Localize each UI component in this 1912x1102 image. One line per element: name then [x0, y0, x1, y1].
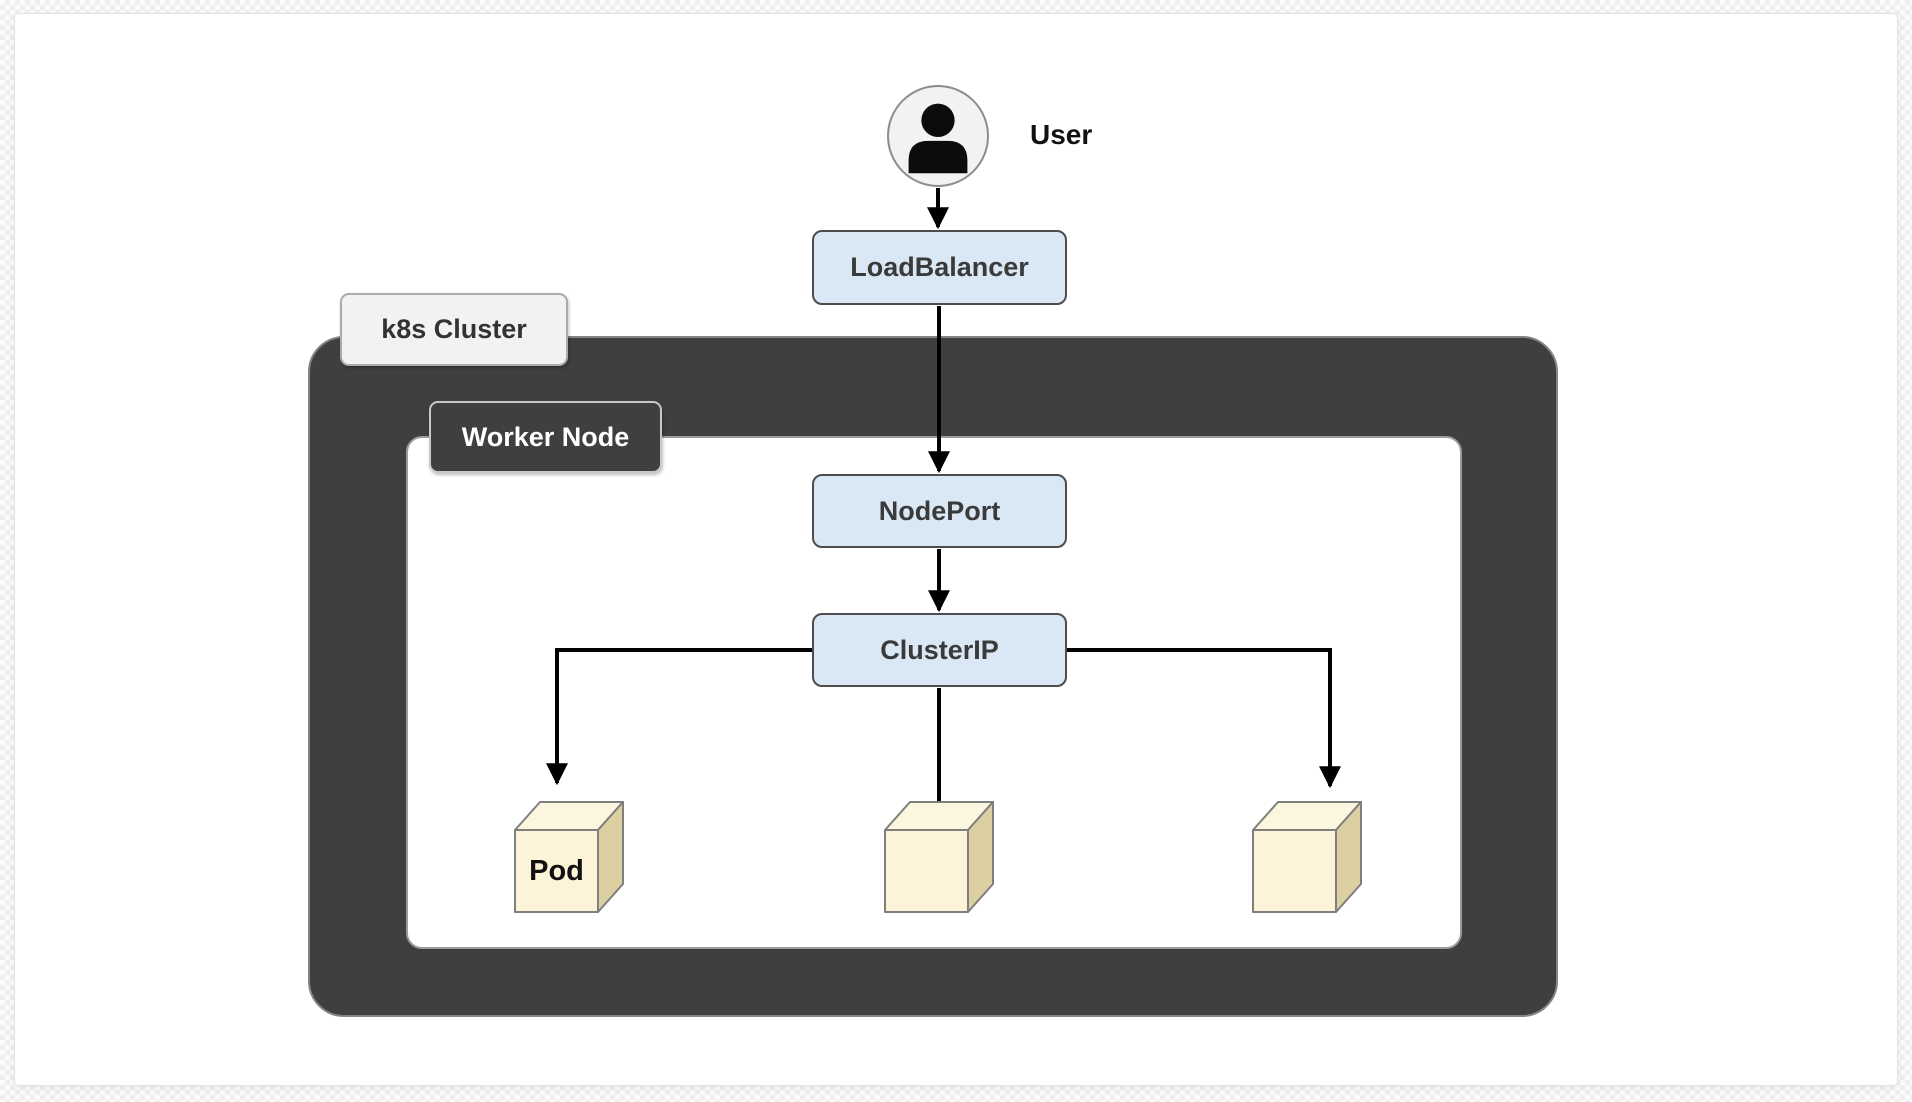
worker-node-label-text: Worker Node — [461, 421, 630, 452]
user-avatar — [887, 85, 989, 187]
k8s-cluster-label: k8s Cluster — [340, 293, 568, 366]
clusterip-node: ClusterIP — [812, 613, 1067, 687]
worker-node-label: Worker Node — [429, 401, 662, 473]
pod-label: Pod — [529, 854, 584, 887]
user-icon — [908, 103, 968, 174]
k8s-cluster-label-text: k8s Cluster — [381, 314, 527, 344]
user-label: User — [1030, 119, 1093, 150]
loadbalancer-label: LoadBalancer — [850, 252, 1029, 282]
nodeport-label: NodePort — [878, 495, 1001, 526]
nodeport-node: NodePort — [812, 474, 1067, 548]
clusterip-label: ClusterIP — [880, 634, 999, 665]
loadbalancer-node: LoadBalancer — [812, 230, 1067, 305]
